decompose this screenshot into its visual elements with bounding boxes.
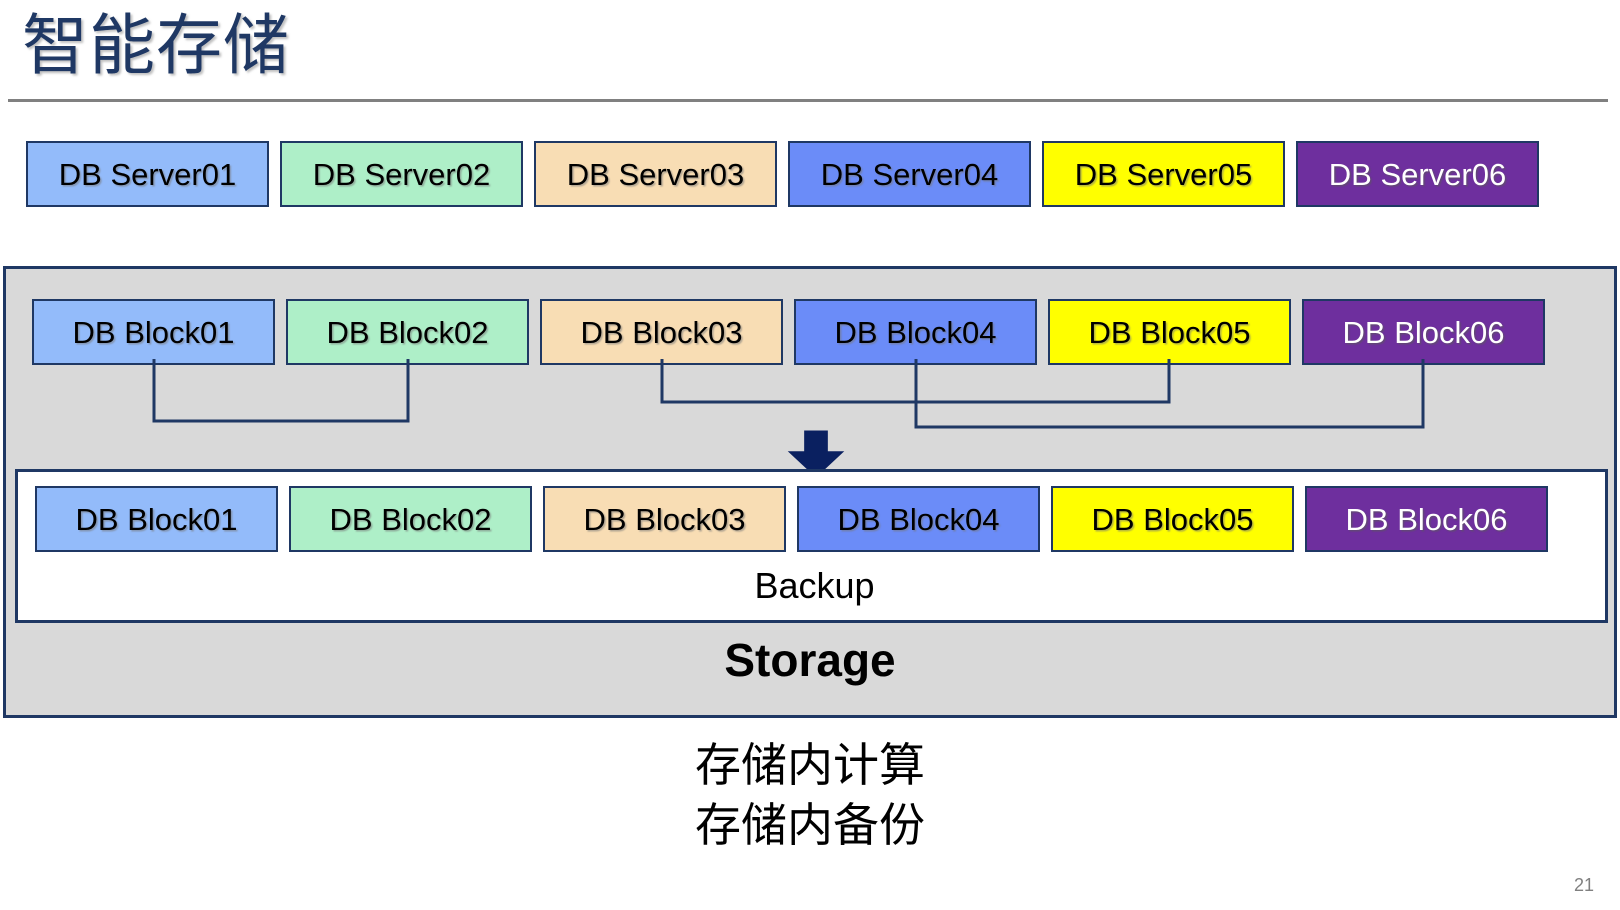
title-divider	[8, 99, 1608, 102]
db-server-node-3: DB Server03	[534, 141, 777, 207]
db-block-backup-node-6: DB Block06	[1305, 486, 1548, 552]
db-block-backup-node-4: DB Block04	[797, 486, 1040, 552]
slide-caption: 存储内计算存储内备份	[0, 735, 1620, 855]
db-block-source-node-1: DB Block01	[32, 299, 275, 365]
down-arrow-icon	[787, 430, 845, 478]
connector-bracket-3	[914, 359, 1425, 429]
db-server-node-label: DB Server01	[58, 156, 237, 192]
db-block-backup-node-5: DB Block05	[1051, 486, 1294, 552]
db-server-node-4: DB Server04	[788, 141, 1031, 207]
db-block-backup-node-2: DB Block02	[289, 486, 532, 552]
db-server-node-label: DB Server05	[1074, 156, 1253, 192]
db-block-source-node-2: DB Block02	[286, 299, 529, 365]
db-server-node-2: DB Server02	[280, 141, 523, 207]
db-block-source-node-3: DB Block03	[540, 299, 783, 365]
db-server-node-label: DB Server03	[566, 156, 745, 192]
caption-line-2: 存储内备份	[695, 799, 925, 851]
db-server-node-label: DB Server02	[312, 156, 491, 192]
db-block-source-node-5: DB Block05	[1048, 299, 1291, 365]
storage-container: DB Block01 DB Block02 DB Block03 DB Block04…	[3, 266, 1617, 718]
db-block-backup-node-label: DB Block05	[1091, 501, 1254, 537]
db-server-row: DB Server01 DB Server02 DB Server03 DB Serv…	[0, 141, 1620, 207]
db-block-source-node-label: DB Block06	[1342, 314, 1505, 350]
caption-line-1: 存储内计算	[695, 739, 925, 791]
db-block-row-backup: DB Block01 DB Block02 DB Block03 DB Block04…	[9, 486, 1620, 552]
db-server-node-label: DB Server06	[1328, 156, 1507, 192]
db-server-node-1: DB Server01	[26, 141, 269, 207]
db-block-backup-node-1: DB Block01	[35, 486, 278, 552]
db-server-node-label: DB Server04	[820, 156, 999, 192]
db-block-backup-node-3: DB Block03	[543, 486, 786, 552]
db-block-source-node-4: DB Block04	[794, 299, 1037, 365]
page-title: 智能存储	[22, 8, 290, 82]
storage-label: Storage	[724, 634, 896, 686]
db-block-source-node-label: DB Block02	[326, 314, 489, 350]
db-block-source-node-label: DB Block04	[834, 314, 997, 350]
db-server-node-6: DB Server06	[1296, 141, 1539, 207]
backup-label: Backup	[754, 565, 875, 606]
db-block-backup-node-label: DB Block04	[837, 501, 1000, 537]
db-block-source-node-label: DB Block01	[72, 314, 235, 350]
block-merge-connectors	[152, 359, 1425, 478]
backup-box: DB Block01 DB Block02 DB Block03 DB Block04…	[15, 469, 1608, 623]
db-block-backup-node-label: DB Block06	[1345, 501, 1508, 537]
db-block-source-node-label: DB Block03	[580, 314, 743, 350]
db-block-source-node-6: DB Block06	[1302, 299, 1545, 365]
db-block-backup-node-label: DB Block02	[329, 501, 492, 537]
db-block-backup-node-label: DB Block01	[75, 501, 238, 537]
db-block-backup-node-label: DB Block03	[583, 501, 746, 537]
db-block-source-node-label: DB Block05	[1088, 314, 1251, 350]
connector-bracket-1	[152, 359, 410, 423]
db-server-node-5: DB Server05	[1042, 141, 1285, 207]
db-block-row-source: DB Block01 DB Block02 DB Block03 DB Block04…	[6, 299, 1620, 365]
page-number: 21	[1573, 875, 1594, 895]
